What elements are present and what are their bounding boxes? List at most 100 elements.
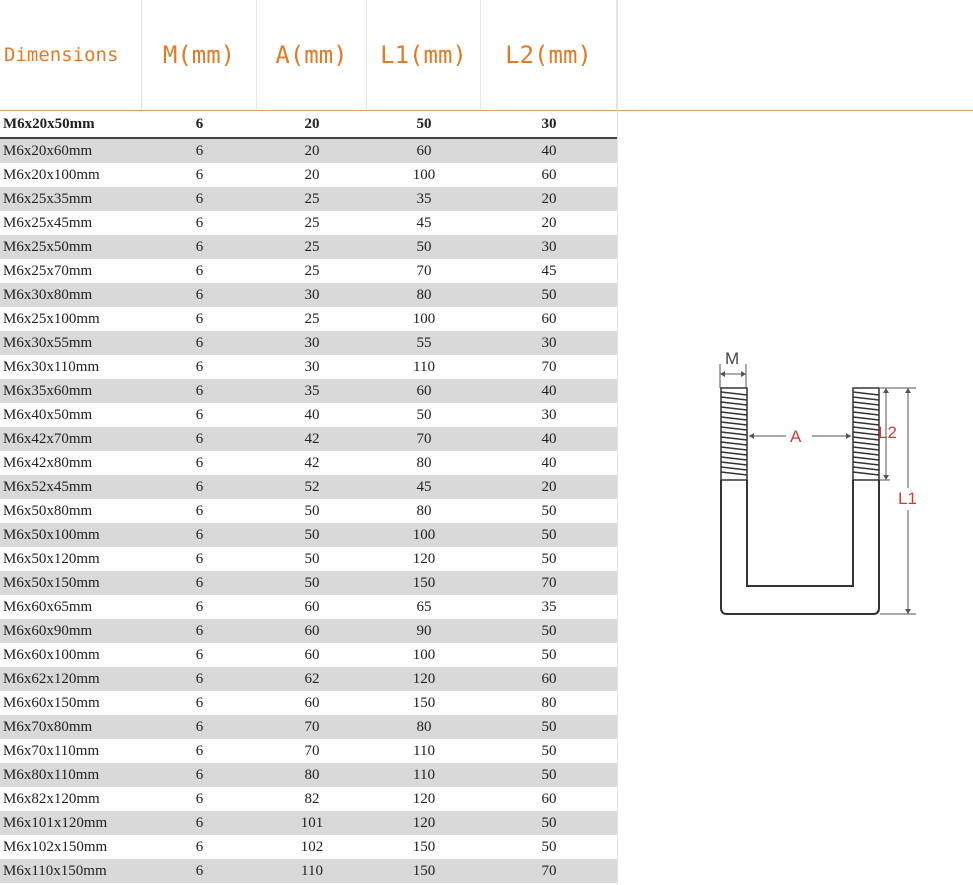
table-cell: M6x40x50mm bbox=[3, 406, 93, 423]
u-bolt-diagram: M A L2 L1 bbox=[719, 349, 917, 615]
table-cell: 6 bbox=[195, 766, 204, 783]
table-cell: M6x20x100mm bbox=[3, 166, 100, 183]
table-cell: M6x80x110mm bbox=[3, 766, 100, 783]
table-cell: M6x50x150mm bbox=[3, 574, 100, 591]
table-cell: M6x50x80mm bbox=[3, 502, 93, 519]
table-cell: 120 bbox=[412, 550, 436, 567]
header-l1: L1(mm) bbox=[367, 0, 481, 110]
table-cell: 50 bbox=[541, 718, 557, 735]
table-cell: 50 bbox=[541, 646, 557, 663]
table-cell: 50 bbox=[541, 550, 557, 567]
table-cell: 60 bbox=[541, 166, 557, 183]
table-cell: 80 bbox=[416, 454, 432, 471]
table-cell: M6x110x150mm bbox=[3, 862, 107, 879]
table-cell: 20 bbox=[541, 478, 557, 495]
table-cell: 65 bbox=[416, 598, 432, 615]
table-cell: 6 bbox=[195, 406, 204, 423]
table-cell: M6x52x45mm bbox=[3, 478, 93, 495]
table-cell: 150 bbox=[412, 694, 436, 711]
table-cell: 70 bbox=[541, 574, 557, 591]
table-cell: 110 bbox=[301, 862, 323, 879]
table-cell: M6x60x65mm bbox=[3, 598, 93, 615]
table-cell: 62 bbox=[304, 670, 320, 687]
table-cell: 6 bbox=[195, 310, 204, 327]
table-cell: 120 bbox=[412, 790, 436, 807]
table-cell: 6 bbox=[195, 670, 204, 687]
table-cell: 50 bbox=[416, 238, 432, 255]
table-cell: M6x30x55mm bbox=[3, 334, 93, 351]
table-cell: M6x20x60mm bbox=[3, 142, 93, 159]
table-cell: 45 bbox=[541, 262, 557, 279]
table-cell: 6 bbox=[195, 694, 204, 711]
table-cell: 60 bbox=[304, 598, 320, 615]
table-cell: 6 bbox=[195, 718, 204, 735]
table-cell: 25 bbox=[304, 238, 320, 255]
table-cell: 25 bbox=[304, 262, 320, 279]
header-m: M(mm) bbox=[142, 0, 257, 110]
table-cell: 70 bbox=[304, 718, 320, 735]
table-cell: 110 bbox=[413, 358, 435, 375]
table-cell: 25 bbox=[304, 214, 320, 231]
table-cell: 50 bbox=[541, 742, 557, 759]
table-cell: 6 bbox=[195, 430, 204, 447]
table-cell: 6 bbox=[195, 790, 204, 807]
table-cell: 60 bbox=[541, 670, 557, 687]
table-cell: 50 bbox=[416, 406, 432, 423]
table-cell: 45 bbox=[416, 478, 432, 495]
table-cell: M6x60x100mm bbox=[3, 646, 100, 663]
table-cell: 100 bbox=[412, 526, 436, 543]
table-cell: 50 bbox=[541, 814, 557, 831]
table-cell: 6 bbox=[195, 862, 204, 879]
table-cell: 80 bbox=[416, 502, 432, 519]
table-cell: M6x70x110mm bbox=[3, 742, 100, 759]
table-cell: 6 bbox=[195, 358, 204, 375]
table-cell: 100 bbox=[412, 310, 436, 327]
table-cell: 110 bbox=[413, 742, 435, 759]
table-cell: 60 bbox=[304, 694, 320, 711]
table-cell: 20 bbox=[304, 142, 320, 159]
table-cell: 30 bbox=[304, 334, 320, 351]
table-cell: M6x20x50mm bbox=[3, 115, 95, 132]
table-cell: M6x102x150mm bbox=[3, 838, 108, 855]
table-cell: 6 bbox=[195, 622, 204, 639]
table-header: Dimensions M(mm) A(mm) L1(mm) L2(mm) bbox=[0, 0, 973, 111]
table-cell: 50 bbox=[541, 286, 557, 303]
table-cell: 60 bbox=[541, 790, 557, 807]
table-cell: 6 bbox=[195, 166, 204, 183]
table-cell: 6 bbox=[195, 454, 204, 471]
table-cell: 70 bbox=[416, 262, 432, 279]
label-m: M bbox=[725, 349, 739, 368]
table-cell: M6x50x120mm bbox=[3, 550, 100, 567]
table-cell: M6x25x100mm bbox=[3, 310, 100, 327]
table-cell: 60 bbox=[416, 142, 432, 159]
table-cell: 50 bbox=[541, 838, 557, 855]
table-cell: 100 bbox=[412, 166, 436, 183]
table-cell: 6 bbox=[195, 742, 204, 759]
table-cell: 50 bbox=[304, 502, 320, 519]
table-cell: 30 bbox=[541, 238, 557, 255]
table-cell: M6x101x120mm bbox=[3, 814, 108, 831]
table-cell: 40 bbox=[541, 454, 557, 471]
table-cell: M6x42x70mm bbox=[3, 430, 93, 447]
table-cell: 110 bbox=[413, 766, 435, 783]
table-cell: 6 bbox=[195, 814, 204, 831]
table-cell: 6 bbox=[195, 286, 204, 303]
table-cell: M6x25x50mm bbox=[3, 238, 93, 255]
table-cell: 101 bbox=[300, 814, 324, 831]
table-cell: 20 bbox=[304, 115, 320, 132]
table-cell: 20 bbox=[541, 190, 557, 207]
table-cell: 30 bbox=[541, 115, 557, 132]
